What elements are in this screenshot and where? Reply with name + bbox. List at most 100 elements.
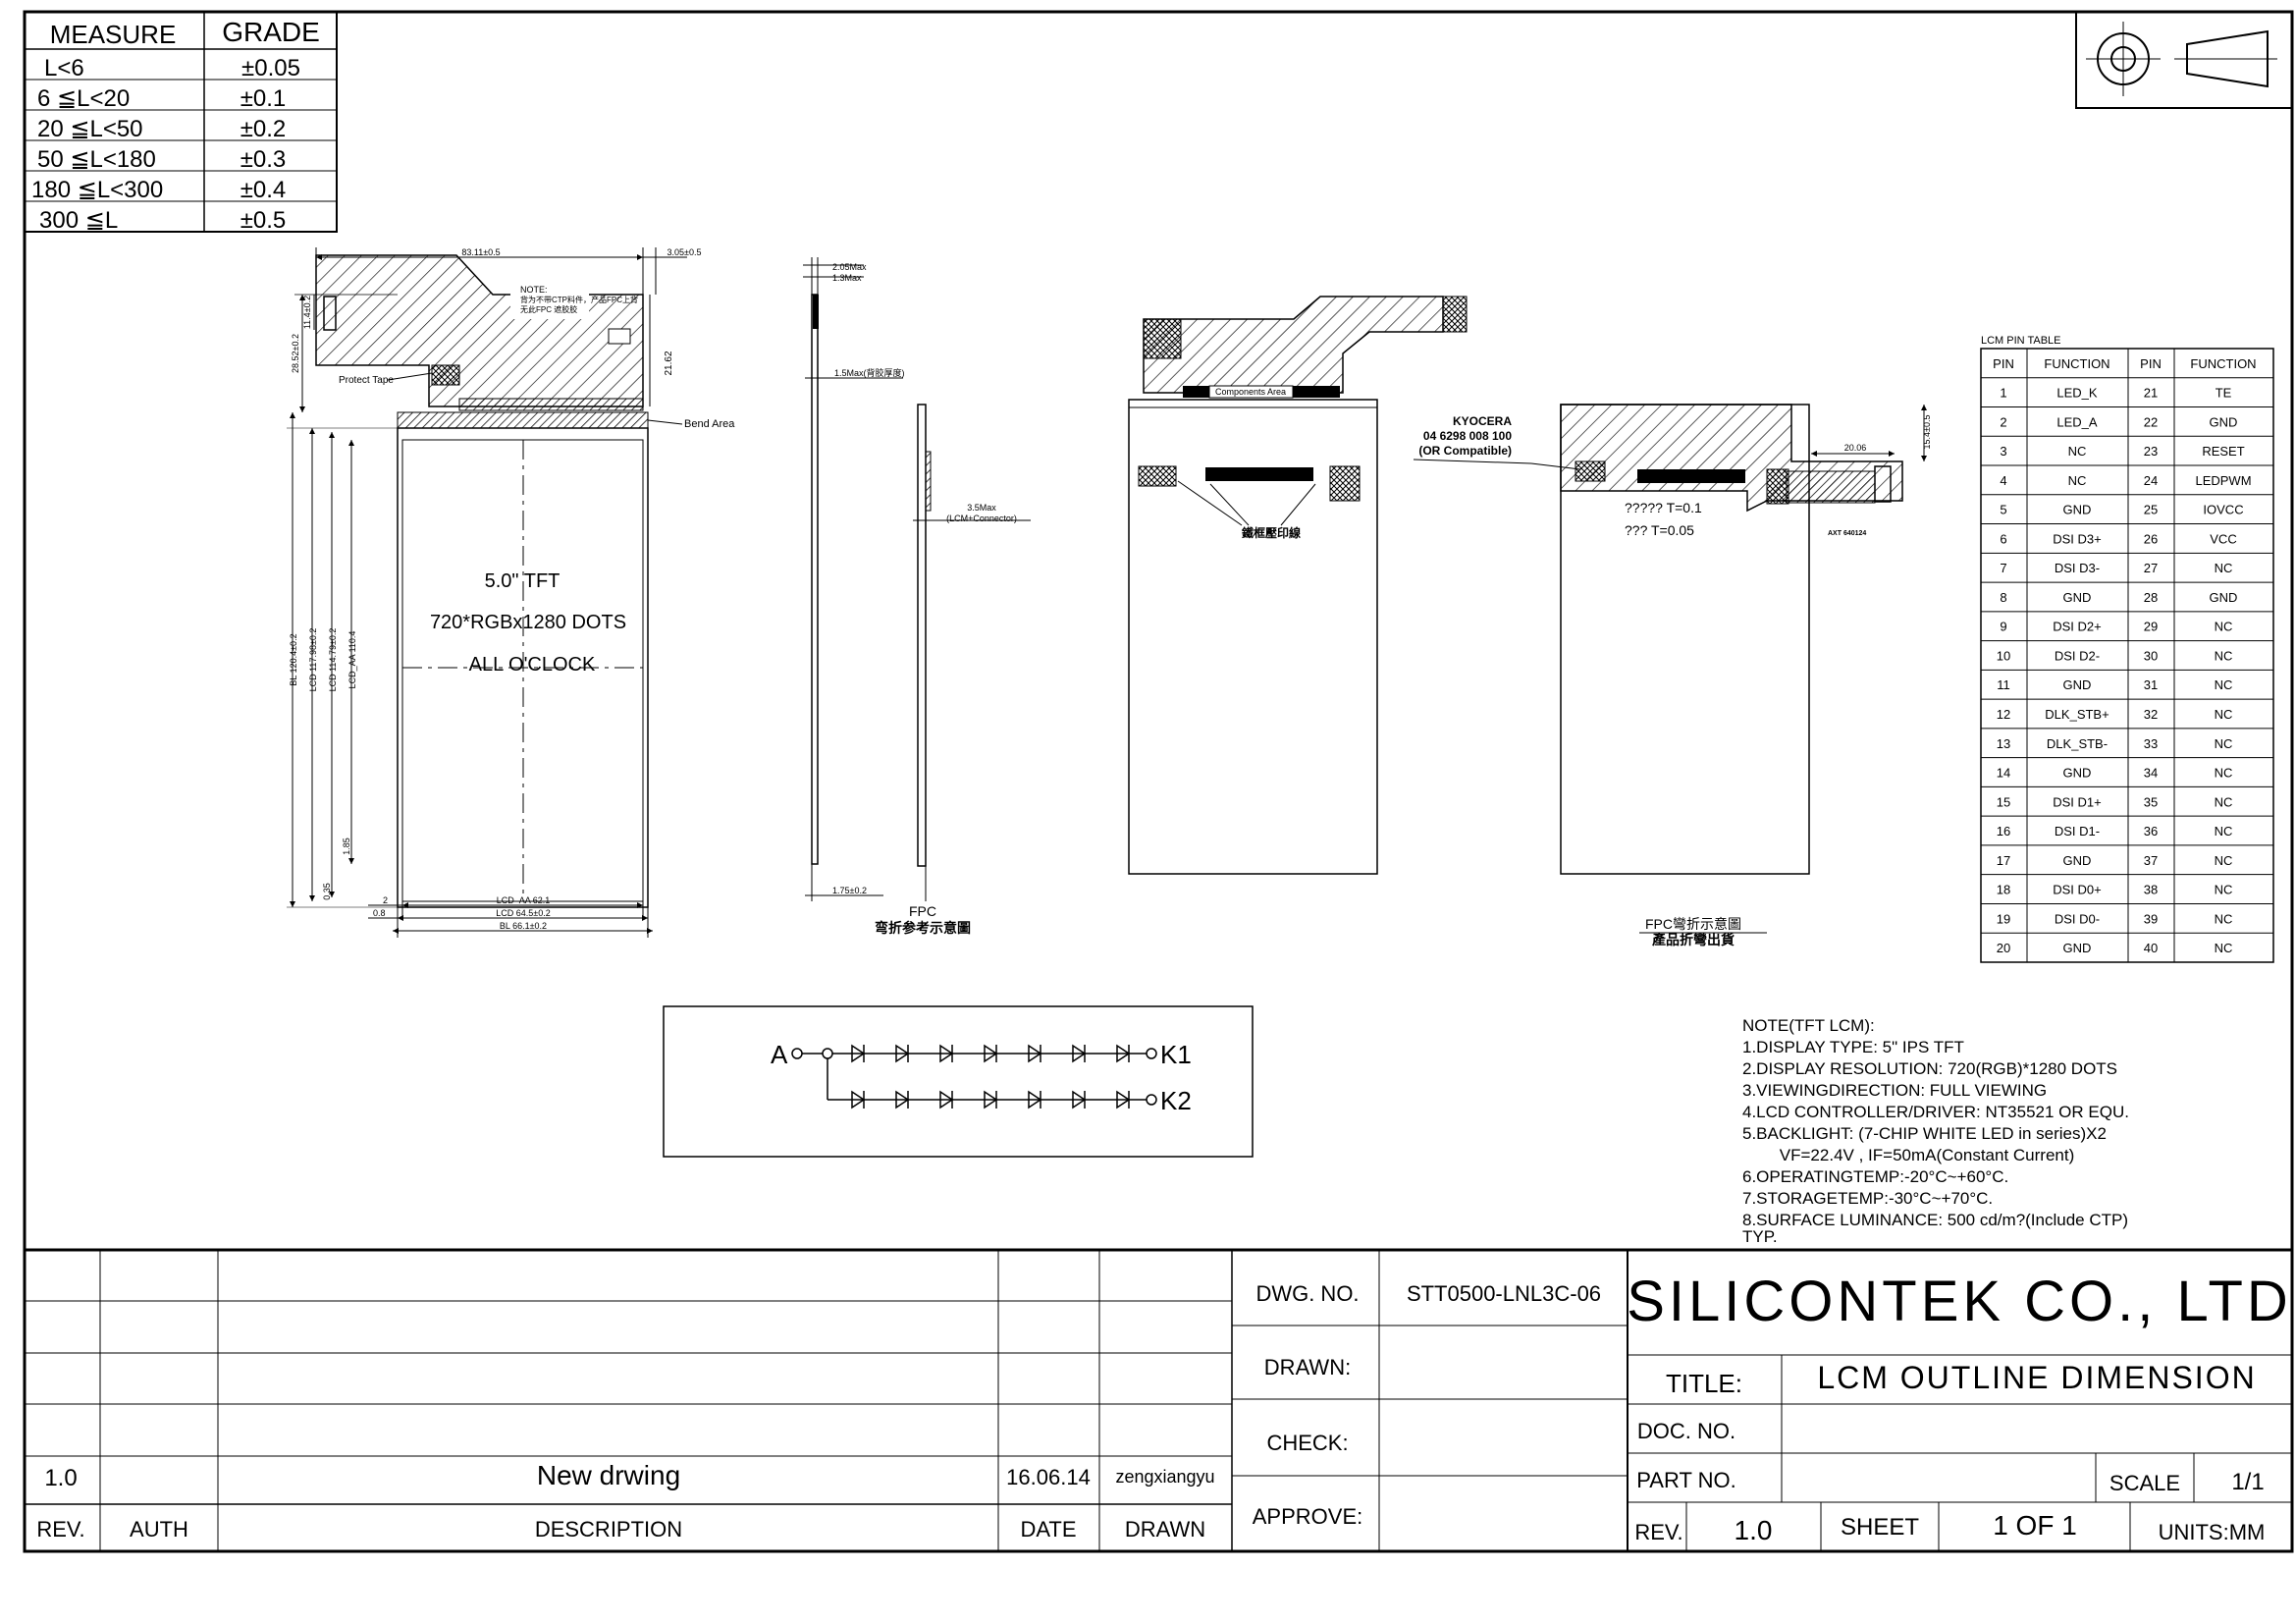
led-circuit-diagram: A K1 K2 <box>663 1005 1254 1158</box>
pin-number: 26 <box>2144 531 2158 546</box>
led-diode-icon <box>895 1090 910 1109</box>
tolerance-header-grade: GRADE <box>222 17 320 47</box>
pin-number: 39 <box>2144 911 2158 926</box>
pin-number: 16 <box>1997 824 2010 839</box>
pin-function: NC <box>2215 883 2233 897</box>
dim-lcd-height-2: LCD 114.79±0.2 <box>328 628 338 692</box>
tolerance-measure: 50 ≦L<180 <box>37 146 156 173</box>
pin-number: 27 <box>2144 561 2158 575</box>
revision-drawn-by: zengxiangyu <box>1115 1467 1214 1487</box>
connector-part-no: 04 6298 008 100 <box>1423 429 1512 443</box>
pin-table-title: LCM PIN TABLE <box>1981 335 2061 347</box>
pin-number: 14 <box>1997 766 2010 781</box>
pin-number: 9 <box>2000 620 2006 634</box>
tolerance-measure: L<6 <box>44 55 84 81</box>
note-line: 6.OPERATINGTEMP:-20°C~+60°C. <box>1742 1167 2008 1186</box>
led-diode-icon <box>1116 1090 1131 1109</box>
dim-bl-height: BL 120.4±0.2 <box>289 633 298 685</box>
pin-function: NC <box>2215 707 2233 722</box>
company-name: SILICONTEK CO., LTD <box>1627 1270 2292 1333</box>
dim-fpc-width: 83.11±0.5 <box>461 247 500 257</box>
pin-function: DSI D3- <box>2055 561 2100 575</box>
pin-number: 32 <box>2144 707 2158 722</box>
dim-lcd-aa-width: LCD_AA 62.1 <box>497 895 551 905</box>
rev-column-label: REV. <box>36 1517 84 1542</box>
pin-function: NC <box>2215 766 2233 781</box>
led-diode-icon <box>984 1090 998 1109</box>
led-diode-icon <box>1028 1044 1042 1063</box>
led-diode-icon <box>939 1090 954 1109</box>
note-line: TYP. <box>1742 1227 1778 1246</box>
tolerance-header-measure: MEASURE <box>50 20 177 49</box>
dim-side-d: 3.5Max <box>967 503 996 513</box>
pin-number: 21 <box>2144 386 2158 401</box>
pin-number: 33 <box>2144 736 2158 751</box>
pin-number: 37 <box>2144 853 2158 868</box>
pin-function: NC <box>2215 941 2233 955</box>
pin-table-header: PIN <box>2140 356 2162 371</box>
protect-tape-label: Protect Tape <box>339 375 394 386</box>
drawn-column-label: DRAWN <box>1125 1517 1205 1542</box>
components-area-label: Components Area <box>1215 387 1286 397</box>
check-row-label: CHECK: <box>1266 1431 1348 1455</box>
pin-number: 28 <box>2144 590 2158 605</box>
pin-number: 15 <box>1997 794 2010 809</box>
approve-row-label: APPROVE: <box>1253 1504 1362 1529</box>
dim-side-d-note: (LCM+Connector) <box>946 514 1017 523</box>
dim-side-e: 1.75±0.2 <box>832 886 867 895</box>
tolerance-grade: ±0.4 <box>240 177 287 203</box>
notes-title: NOTE(TFT LCM): <box>1742 1016 1875 1035</box>
drawing-title: LCM OUTLINE DIMENSION <box>1817 1360 2256 1395</box>
dim-035: 0.35 <box>322 883 332 900</box>
pin-number: 40 <box>2144 941 2158 955</box>
pin-function: DSI D0- <box>2055 911 2100 926</box>
pin-function: GND <box>2063 766 2092 781</box>
connector-axt-label: AXT 640124 <box>1828 530 1866 537</box>
pin-number: 10 <box>1997 648 2010 663</box>
pin-function: DLK_STB- <box>2047 736 2108 751</box>
note-line: 3.VIEWINGDIRECTION: FULL VIEWING <box>1742 1081 2047 1100</box>
back-view-2: KYOCERA 04 6298 008 100 (OR Compatible) … <box>1413 404 1932 947</box>
revision-date: 16.06.14 <box>1006 1465 1091 1489</box>
pin-number: 7 <box>2000 561 2006 575</box>
pin-function: NC <box>2215 677 2233 692</box>
connector-compatible: (OR Compatible) <box>1418 444 1512 458</box>
note-line: 8.SURFACE LUMINANCE: 500 cd/m?(Include C… <box>1742 1211 2128 1229</box>
tolerance-grade: ±0.05 <box>241 55 300 81</box>
side-view: 2.05Max 1.3Max 1.5Max(背胶厚度) 3.5Max (LCM+… <box>803 257 1031 936</box>
back-view-1: Components Area 鐵框壓印線 <box>1128 296 1468 875</box>
pin-number: 11 <box>1997 677 2010 692</box>
pin-function: NC <box>2215 648 2233 663</box>
bend-area-label: Bend Area <box>684 418 735 430</box>
pin-number: 18 <box>1997 883 2010 897</box>
pin-function: RESET <box>2202 444 2244 459</box>
rev-value-2: 1.0 <box>1735 1515 1773 1545</box>
pin-number: 5 <box>2000 503 2006 517</box>
pin-function: DSI D3+ <box>2053 531 2102 546</box>
pin-function: GND <box>2210 414 2238 429</box>
dim-side-c: 1.5Max(背胶厚度) <box>834 367 905 378</box>
description-column-label: DESCRIPTION <box>535 1517 682 1542</box>
revision-description: New drwing <box>537 1460 680 1490</box>
tolerance-grade: ±0.2 <box>240 116 287 142</box>
led-diode-icon <box>984 1044 998 1063</box>
pin-number: 8 <box>2000 590 2006 605</box>
pin-number: 12 <box>1997 707 2010 722</box>
back-view-caption-2: 產品折彎出貨 <box>1651 932 1735 947</box>
tolerance-measure: 6 ≦L<20 <box>37 85 130 112</box>
pin-function: NC <box>2215 824 2233 839</box>
units-label: UNITS:MM <box>2159 1520 2266 1544</box>
pin-function: NC <box>2068 444 2087 459</box>
pin-number: 20 <box>1997 941 2010 955</box>
pin-function: DLK_STB+ <box>2045 707 2109 722</box>
dim-fpc-offset: 3.05±0.5 <box>667 247 702 257</box>
pin-function: GND <box>2063 941 2092 955</box>
revision-value: 1.0 <box>44 1465 77 1491</box>
date-column-label: DATE <box>1020 1517 1076 1542</box>
dim-lcd-width: LCD 64.5±0.2 <box>496 908 550 918</box>
tolerance-grade: ±0.5 <box>240 207 287 234</box>
dim-154: 15.4±0.5 <box>1922 415 1932 450</box>
sheet-border <box>23 10 2294 1553</box>
